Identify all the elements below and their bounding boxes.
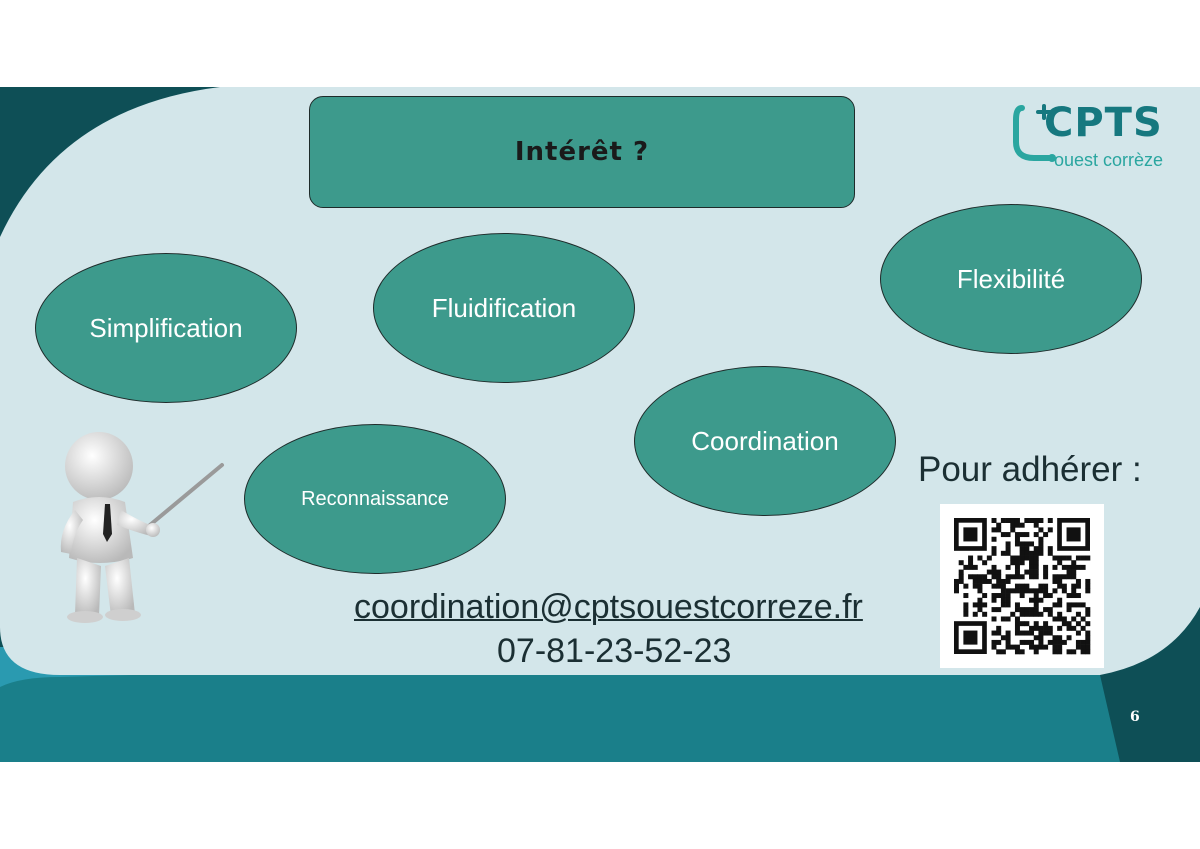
phone-number: 07-81-23-52-23 — [497, 632, 732, 670]
bubble-coordination: Coordination — [634, 366, 896, 516]
bubble-label: Simplification — [89, 312, 243, 343]
qr-code-graphic — [954, 518, 1091, 655]
bubble-label: Coordination — [691, 425, 839, 456]
bubble-flexibilite: Flexibilité — [880, 204, 1142, 354]
bubble-label: Fluidification — [431, 292, 577, 323]
email-link[interactable]: coordination@cptsouestcorreze.fr — [354, 588, 863, 626]
slide-title: Intérêt ? — [514, 137, 650, 167]
stethoscope-plus-icon — [1013, 104, 1056, 162]
bubble-fluidification: Fluidification — [373, 233, 635, 383]
bubble-simplification: Simplification — [35, 253, 297, 403]
logo-main: CPTS — [1044, 100, 1163, 146]
logo-sub: ouest corrèze — [1054, 150, 1164, 170]
presenter-figure-icon — [60, 432, 224, 623]
bubble-reconnaissance: Reconnaissance — [244, 424, 506, 574]
qr-code-icon[interactable] — [940, 504, 1104, 668]
bubble-label: Flexibilité — [956, 263, 1066, 294]
join-label: Pour adhérer : — [918, 450, 1142, 489]
bubble-label: Reconnaissance — [301, 487, 449, 510]
title-box: Intérêt ? — [309, 96, 855, 208]
page-number: 6 — [1130, 709, 1140, 725]
